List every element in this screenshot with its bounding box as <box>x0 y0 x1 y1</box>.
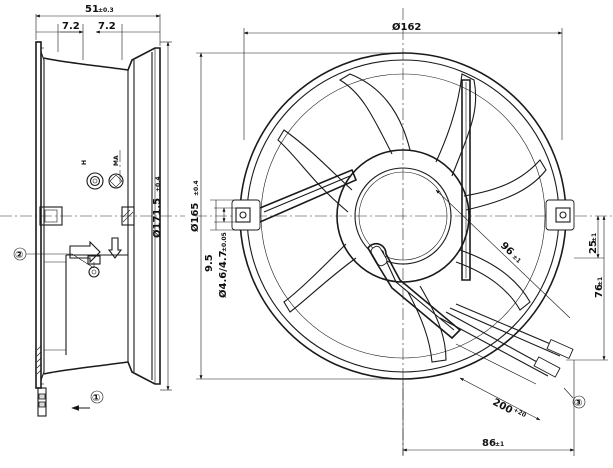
dim-depth-left: 7.2 <box>36 21 84 60</box>
svg-text:±1: ±1 <box>495 441 504 448</box>
svg-text:±1: ±1 <box>597 277 604 286</box>
dim-lead-offset-v-value: 25 <box>588 240 599 254</box>
svg-text:7.2: 7.2 <box>62 21 80 32</box>
dim-lead-length-value: 200 <box>491 397 515 417</box>
dim-outer-diameter: Ø162 <box>243 21 563 140</box>
ground-screw <box>87 255 101 278</box>
dim-ear: 9.5 Ø4.6/4.7 ±0.05 <box>204 199 236 298</box>
svg-text:7.2: 7.2 <box>98 21 116 32</box>
support-struts <box>259 79 471 281</box>
fan-blades <box>277 73 547 363</box>
terminal-block: H MA <box>81 155 124 190</box>
dim-lead-offset-h-value: 86 <box>482 438 496 449</box>
mounting-ear-left <box>231 199 261 231</box>
dim-hole-diameter: Ø4.6/4.7 <box>217 250 229 298</box>
dim-lead-offset-v: 25 ±1 <box>574 215 604 259</box>
voltage-mark-top: H <box>81 160 88 165</box>
svg-text:③: ③ <box>574 398 582 409</box>
housing <box>39 47 161 385</box>
svg-text:①: ① <box>92 393 100 404</box>
dim-flange-tol: ±0.4 <box>155 176 162 192</box>
dim-depth-value: 51 <box>85 4 99 15</box>
air-direction-arrow <box>69 237 123 264</box>
dim-depth-right: 7.2 <box>95 21 160 60</box>
callout-3: ③ <box>563 387 586 409</box>
dim-depth-tol: ±0.3 <box>98 7 114 14</box>
dim-hole-tol: ±0.05 <box>221 232 228 252</box>
dim-lead-drop-v: 76 ±1 <box>566 215 608 361</box>
dim-flange-diameter: Ø171.5 ±0.4 <box>151 41 172 391</box>
cable-duct <box>367 242 462 340</box>
dim-bolt-circle-value: Ø165 <box>189 203 201 232</box>
dim-lead-drop-value: 76 <box>594 284 605 298</box>
svg-text:±1: ±1 <box>591 233 598 242</box>
front-view: ③ Ø162 Ø165 ±0.4 9.5 Ø4.6/4.7 <box>189 8 612 456</box>
dim-lead-length: 200 +20 <box>455 343 541 421</box>
dim-bolt-circle: Ø165 ±0.4 <box>189 52 403 380</box>
dim-overall-depth: 51 ±0.3 <box>35 4 161 46</box>
dim-bolt-circle-tol: ±0.4 <box>193 180 200 196</box>
callout-2: ② <box>13 247 95 269</box>
svg-text:②: ② <box>15 250 23 261</box>
svg-text:+20: +20 <box>512 407 527 419</box>
dim-ear-height: 9.5 <box>204 254 215 272</box>
voltage-mark-bottom: MA <box>113 155 120 166</box>
lead-wire-side <box>37 387 47 417</box>
lead-wires <box>439 303 574 378</box>
side-view: H MA 51 ±0.3 <box>0 4 185 417</box>
svg-text:±1: ±1 <box>511 253 522 264</box>
dim-flange-value: Ø171.5 <box>151 198 163 238</box>
callout-1: ① <box>71 390 104 411</box>
dim-outer-diameter-value: Ø162 <box>392 21 421 33</box>
mounting-ear-right <box>545 199 575 231</box>
dim-radius-96: 96 ±1 <box>435 189 571 319</box>
dim-lead-offset-h: 86 ±1 <box>402 360 575 456</box>
